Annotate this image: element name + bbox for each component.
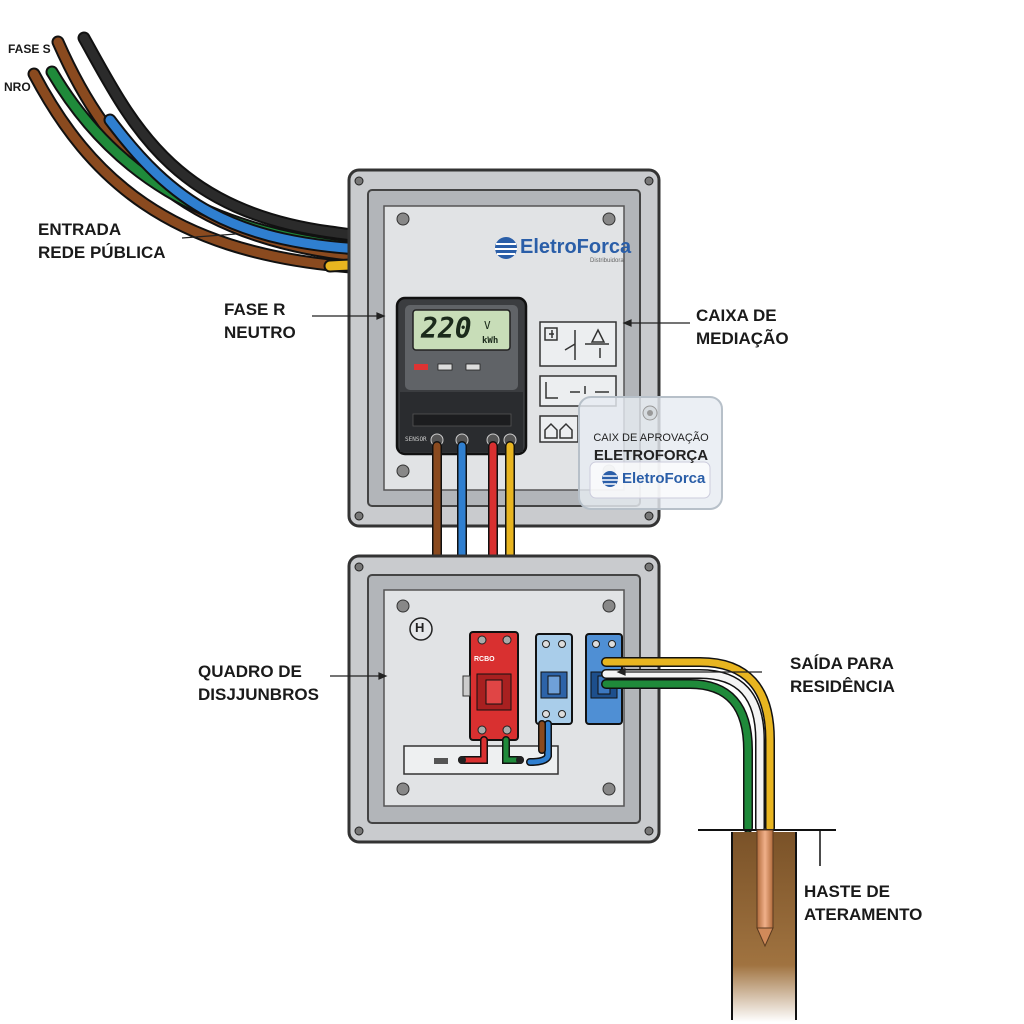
brand-tagline: Distribuidora (590, 258, 624, 264)
meter-reading: 220 (421, 312, 472, 345)
stamp-logo-icon (602, 471, 618, 487)
meter-button (437, 363, 453, 371)
screw (602, 782, 616, 796)
output-cables (601, 657, 775, 833)
stamp-brand: EletroForca (622, 470, 706, 487)
label-line: ENTRADA (38, 220, 122, 239)
screw (396, 599, 410, 613)
screw (396, 464, 410, 478)
label-fase-r-neutro: FASE R NEUTRO (224, 298, 296, 344)
label-line: NEUTRO (224, 323, 296, 342)
ground-symbol-letter: H (415, 620, 425, 635)
ground-rod (698, 829, 836, 1022)
bus-wires (458, 720, 552, 766)
brand-name: EletroForca (520, 236, 632, 258)
breaker-light-blue (535, 633, 573, 725)
meter-unit: V (484, 319, 491, 332)
ground-symbol-icon (409, 617, 433, 641)
label-saida-residencia: SAÍDA PARA RESIDÊNCIA (790, 652, 895, 698)
label-line: FASE R (224, 300, 286, 319)
label-caixa-mediacao: CAIXA DE MEDIAÇÃO (696, 304, 789, 350)
approval-stamp (578, 396, 723, 510)
label-line: MEDIAÇÃO (696, 329, 789, 348)
label-quadro-disjuntores: QUADRO DE DISJJUNBROS (198, 660, 319, 706)
leader-lines (181, 233, 762, 680)
breaker-label: RCBO (474, 656, 495, 663)
label-fase-s: FASE S (8, 42, 51, 56)
label-line: SAÍDA PARA (790, 654, 894, 673)
meter-button (414, 364, 428, 370)
label-line: CAIXA DE (696, 306, 777, 325)
screw (354, 826, 364, 836)
breaker-box (347, 554, 661, 844)
main-breaker (462, 631, 519, 741)
label-line: RESIDÊNCIA (790, 677, 895, 696)
label-line: HASTE DE (804, 882, 890, 901)
label-nro: NRO (4, 80, 31, 94)
brand-logo-icon (495, 237, 517, 259)
screw (644, 826, 654, 836)
screw (602, 212, 616, 226)
schematic-panel-1 (539, 321, 617, 367)
label-entrada-rede-publica: ENTRADA REDE PÚBLICA (38, 218, 166, 264)
label-line: ATERAMENTO (804, 905, 923, 924)
label-haste-aterramento: HASTE DE ATERAMENTO (804, 880, 922, 926)
schematic-panel-3 (539, 415, 579, 443)
stamp-line1: CAIX DE APROVAÇÃO (593, 432, 709, 444)
screw (354, 176, 364, 186)
screw (354, 511, 364, 521)
screw (644, 562, 654, 572)
meter-unit-kwh: kWh (482, 336, 499, 346)
screw (396, 212, 410, 226)
screw (396, 782, 410, 796)
screw (354, 562, 364, 572)
meter-panel-text: SENSOR (405, 436, 427, 443)
stamp-line2: ELETROFORÇA (593, 447, 709, 464)
screw (644, 511, 654, 521)
label-line: DISJJUNBROS (198, 685, 319, 704)
screw (602, 599, 616, 613)
label-line: QUADRO DE (198, 662, 302, 681)
meter-button (465, 363, 481, 371)
screw (644, 176, 654, 186)
label-line: REDE PÚBLICA (38, 243, 166, 262)
